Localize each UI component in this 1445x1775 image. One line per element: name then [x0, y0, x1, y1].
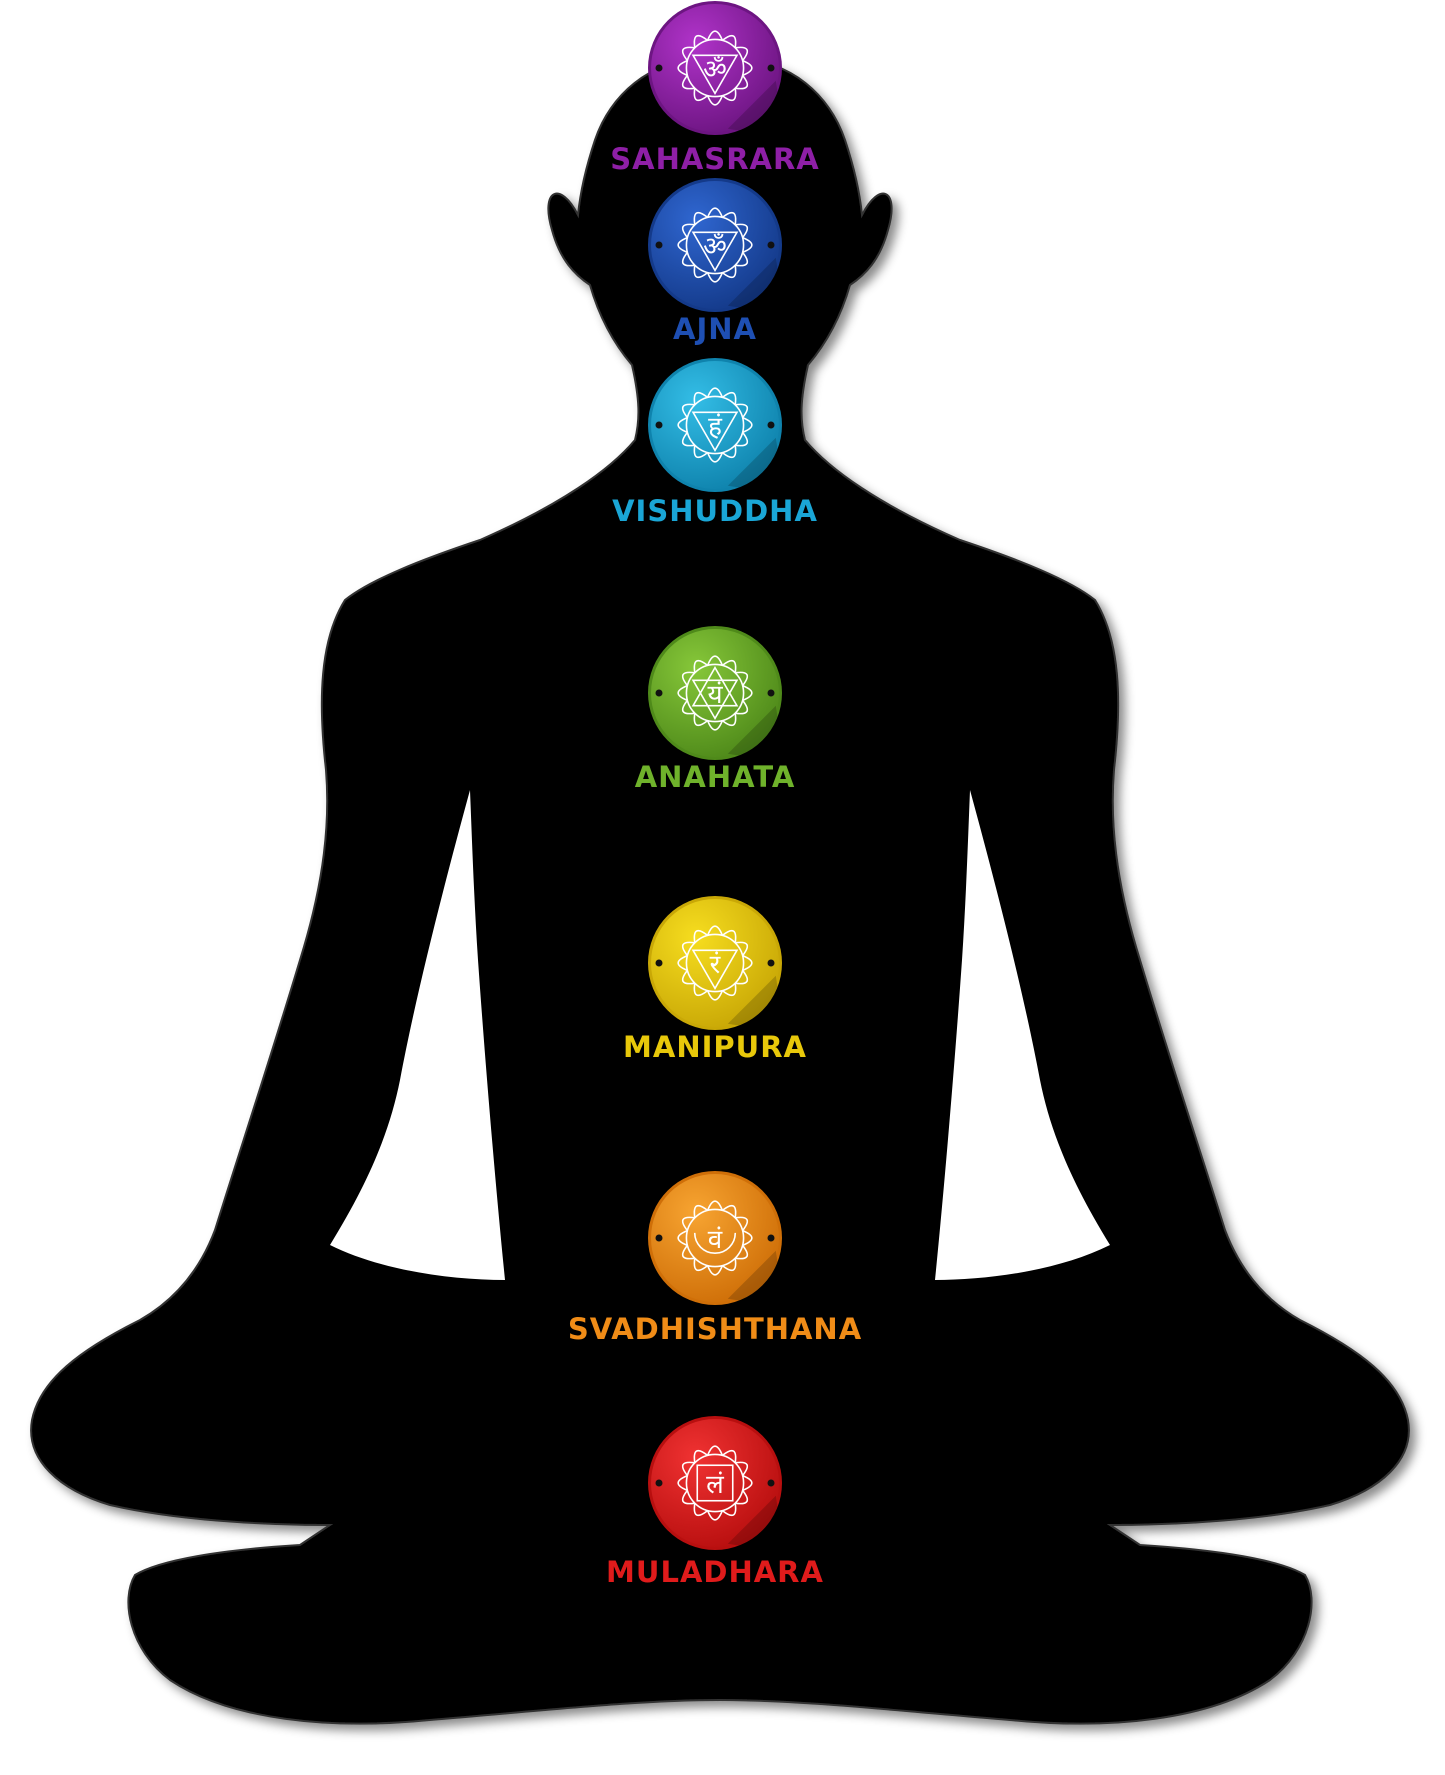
chakra-disc	[651, 4, 779, 132]
chakra-disc	[651, 1174, 779, 1302]
lotus-triangle-ram-icon	[677, 925, 753, 1001]
chakra-glyph: यं	[707, 680, 723, 710]
chakra-disc-shadow	[727, 80, 778, 131]
mount-hole	[767, 421, 775, 429]
chakra-glyph: वं	[708, 1225, 723, 1255]
lotus-square-lam-icon	[677, 1445, 753, 1521]
lotus-triangle-ham-icon	[677, 387, 753, 463]
chakra-disc	[651, 181, 779, 309]
chakra-glyph: रं	[710, 950, 722, 980]
mount-hole	[655, 241, 663, 249]
chakra-disc-shadow	[727, 705, 778, 756]
chakra-disc	[651, 899, 779, 1027]
chakra-label-vishuddha: VISHUDDHA	[612, 494, 818, 528]
chakra-disc-shadow	[727, 975, 778, 1026]
lotus-crescent-vam-icon	[677, 1200, 753, 1276]
chakra-muladhara: लं	[648, 1416, 782, 1550]
chakra-label-svadhishthana: SVADHISHTHANA	[567, 1312, 863, 1346]
chakra-disc	[651, 361, 779, 489]
mount-hole	[767, 64, 775, 72]
mount-hole	[767, 1234, 775, 1242]
mount-hole	[767, 959, 775, 967]
mount-hole	[655, 1234, 663, 1242]
winged-triangle-om-icon	[677, 207, 753, 283]
chakra-disc	[651, 629, 779, 757]
chakra-label-muladhara: MULADHARA	[606, 1555, 824, 1589]
hexagram-lotus-yam-icon	[677, 655, 753, 731]
chakra-sahasrara: ॐ	[648, 1, 782, 135]
mount-hole	[655, 959, 663, 967]
mount-hole	[767, 241, 775, 249]
chakra-glyph: लं	[706, 1470, 724, 1500]
mount-hole	[655, 421, 663, 429]
chakra-label-sahasrara: SAHASRARA	[610, 142, 820, 176]
chakra-glyph: हं	[708, 412, 723, 442]
mount-hole	[767, 1479, 775, 1487]
chakra-vishuddha: हं	[648, 358, 782, 492]
chakra-disc-shadow	[727, 257, 778, 308]
mount-hole	[655, 64, 663, 72]
chakra-glyph: ॐ	[703, 232, 727, 262]
chakra-ajna: ॐ	[648, 178, 782, 312]
chakra-disc-shadow	[727, 437, 778, 488]
mount-hole	[655, 689, 663, 697]
chakra-anahata: यं	[648, 626, 782, 760]
silhouette-body	[30, 59, 1410, 1725]
chakra-disc	[651, 1419, 779, 1547]
right-arm-gap	[935, 790, 1110, 1280]
chakra-label-manipura: MANIPURA	[623, 1030, 807, 1064]
chakra-disc-shadow	[727, 1495, 778, 1546]
mount-hole	[767, 689, 775, 697]
left-arm-gap	[330, 790, 505, 1280]
mount-hole	[655, 1479, 663, 1487]
chakra-disc-shadow	[727, 1250, 778, 1301]
chakra-label-ajna: AJNA	[673, 312, 757, 346]
chakra-label-anahata: ANAHATA	[634, 760, 796, 794]
chakra-svadhishthana: वं	[648, 1171, 782, 1305]
chakra-manipura: रं	[648, 896, 782, 1030]
lotus-om-icon	[677, 30, 753, 106]
chakra-glyph: ॐ	[703, 55, 727, 85]
